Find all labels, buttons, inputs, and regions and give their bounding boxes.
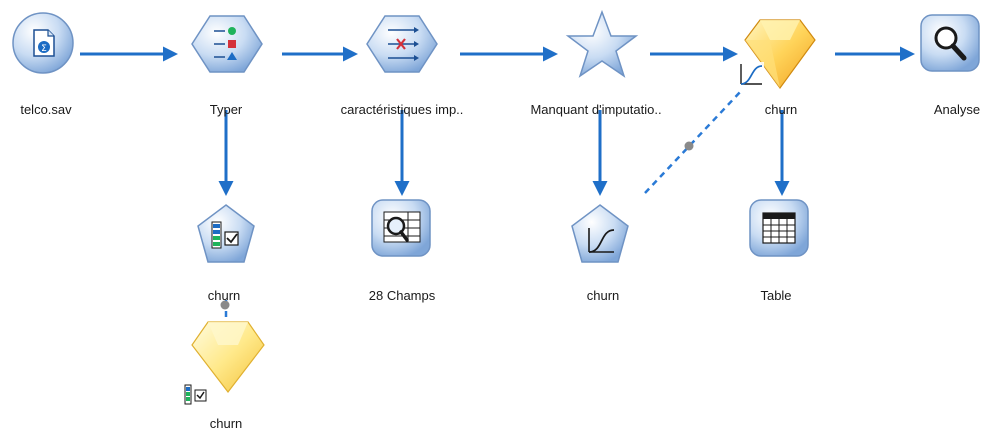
node-feature-selection[interactable] — [366, 15, 438, 73]
statistics-file-source-icon: Σ — [33, 29, 55, 57]
node-table[interactable] — [749, 199, 809, 257]
label-feature-model: churn — [207, 288, 241, 303]
label-logistic-model: churn — [586, 288, 620, 303]
label-model-nugget: churn — [764, 102, 798, 117]
svg-text:Σ: Σ — [41, 44, 47, 54]
feature-selection-nugget-icon — [184, 384, 207, 405]
node-analysis[interactable] — [920, 14, 980, 72]
node-model-nugget[interactable] — [738, 19, 816, 90]
type-node-icon — [214, 27, 237, 60]
node-type[interactable] — [191, 15, 263, 73]
node-source[interactable]: Σ — [12, 12, 74, 74]
node-logistic-model[interactable] — [571, 204, 629, 263]
link-handle[interactable] — [220, 300, 230, 310]
logistic-regression-modeling-icon — [588, 228, 615, 253]
label-imputation: Manquant d'imputatio.. — [530, 102, 662, 117]
analysis-magnifier-icon — [934, 26, 967, 61]
label-type: Typer — [209, 102, 243, 117]
node-imputation[interactable] — [565, 9, 639, 78]
label-feature-nugget: churn — [209, 416, 243, 431]
link-handle[interactable] — [684, 141, 694, 151]
node-data-audit[interactable] — [371, 199, 431, 257]
feature-selection-icon — [388, 27, 419, 61]
label-table: Table — [760, 288, 792, 303]
label-data-audit: 28 Champs — [368, 288, 436, 303]
label-source: telco.sav — [20, 102, 72, 117]
model-links — [224, 89, 743, 322]
label-analysis: Analyse — [933, 102, 981, 117]
data-audit-icon — [383, 211, 421, 243]
stream-links — [80, 46, 915, 196]
feature-selection-modeling-icon — [211, 221, 239, 249]
node-feature-model[interactable] — [197, 204, 255, 263]
label-feature-selection: caractéristiques imp.. — [340, 102, 464, 117]
node-feature-nugget[interactable] — [184, 321, 265, 405]
dashed-link-logistic-model[interactable] — [644, 89, 743, 194]
logistic-model-nugget-icon — [738, 62, 764, 88]
table-output-icon — [762, 212, 796, 244]
